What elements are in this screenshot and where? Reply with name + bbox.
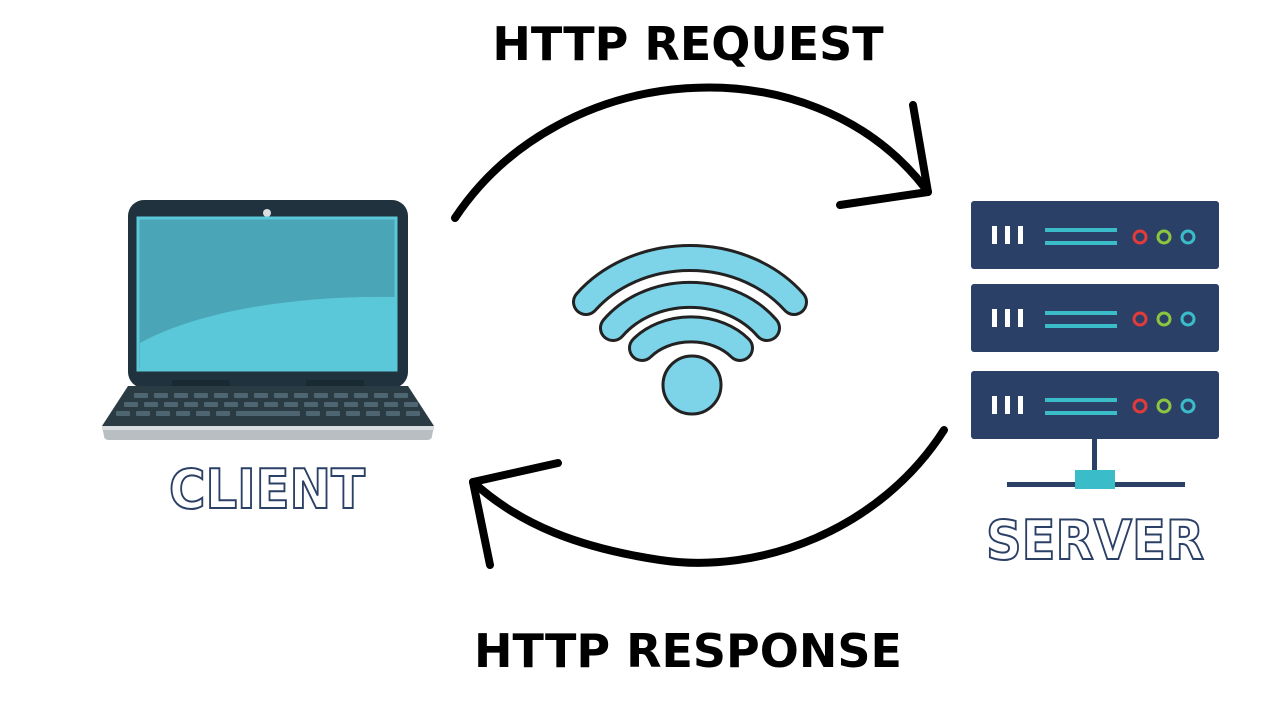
- request-label: HTTP REQUEST: [492, 17, 884, 71]
- wifi-icon: [572, 244, 808, 416]
- client-label: CLIENT: [169, 458, 365, 521]
- server-unit: [971, 201, 1219, 269]
- request-arrow-icon: [451, 83, 932, 222]
- laptop-icon: [102, 200, 434, 440]
- server-unit: [971, 371, 1219, 439]
- server-unit: [971, 284, 1219, 352]
- response-label: HTTP RESPONSE: [474, 624, 902, 678]
- response-arrow-icon: [469, 426, 948, 569]
- server-label: SERVER: [986, 509, 1204, 572]
- server-icon: [971, 201, 1219, 489]
